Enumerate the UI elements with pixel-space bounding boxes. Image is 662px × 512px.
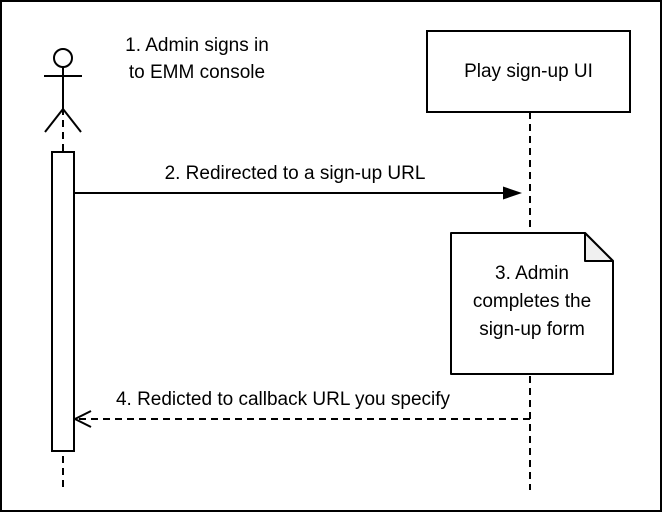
message-4-label: 4. Redicted to callback URL you specify — [115, 389, 451, 410]
participant-label: Play sign-up UI — [464, 60, 593, 82]
activation-bar — [51, 151, 75, 452]
note-fold-icon — [584, 232, 614, 262]
actor-head — [53, 48, 73, 68]
message-4-arrowhead-icon — [72, 410, 92, 428]
actor-label: 1. Admin signs in to EMM console — [125, 35, 269, 83]
note-body — [450, 232, 614, 375]
note-label: 3. Admin completes the sign-up form — [472, 263, 592, 340]
message-2-arrowhead-icon — [503, 186, 522, 200]
actor-leg-right — [62, 108, 82, 133]
actor-leg-left — [44, 108, 64, 133]
message-2-arrow — [74, 186, 522, 200]
actor-icon — [44, 48, 82, 133]
note-shape — [450, 232, 614, 375]
participant-box — [426, 30, 631, 113]
message-4-arrow — [72, 410, 530, 428]
message-2-label: 2. Redirected to a sign-up URL — [164, 163, 426, 184]
